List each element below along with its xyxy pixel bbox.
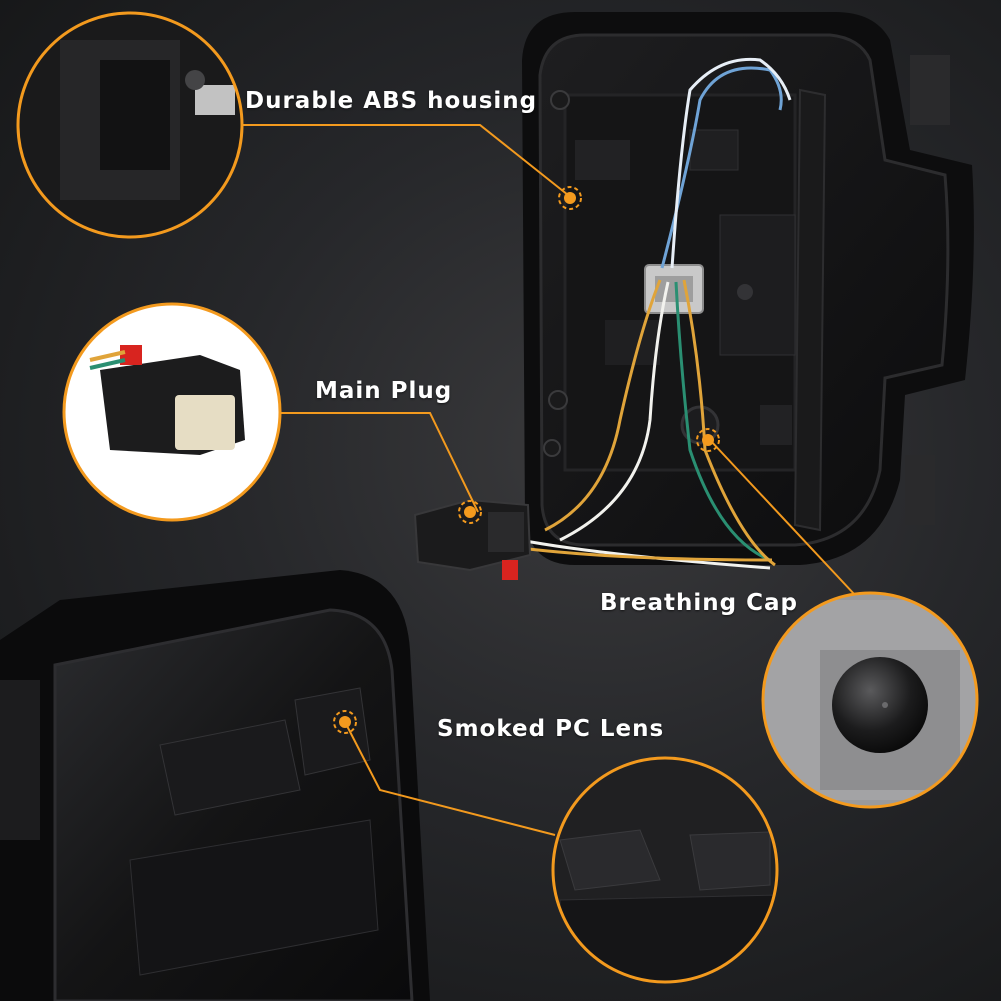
callout-label-plug: Main Plug [315,378,453,404]
callout-label-cap: Breathing Cap [600,590,798,616]
detail-circle-housing [16,11,244,239]
main-plug-connector [413,498,532,580]
detail-circle-cap [761,591,979,809]
callout-label-lens: Smoked PC Lens [437,716,665,742]
target-marker-plug [458,500,482,524]
callout-lines [243,124,856,836]
target-marker-cap [696,428,720,452]
callout-label-housing: Durable ABS housing [245,88,538,114]
detail-circle-lens [551,756,779,984]
tail-light-housing [522,12,974,565]
smoked-lens-light [0,570,430,1001]
wiring-harness [519,57,792,570]
target-marker-housing [558,186,582,210]
detail-circle-plug [62,302,282,522]
target-marker-lens [333,710,357,734]
